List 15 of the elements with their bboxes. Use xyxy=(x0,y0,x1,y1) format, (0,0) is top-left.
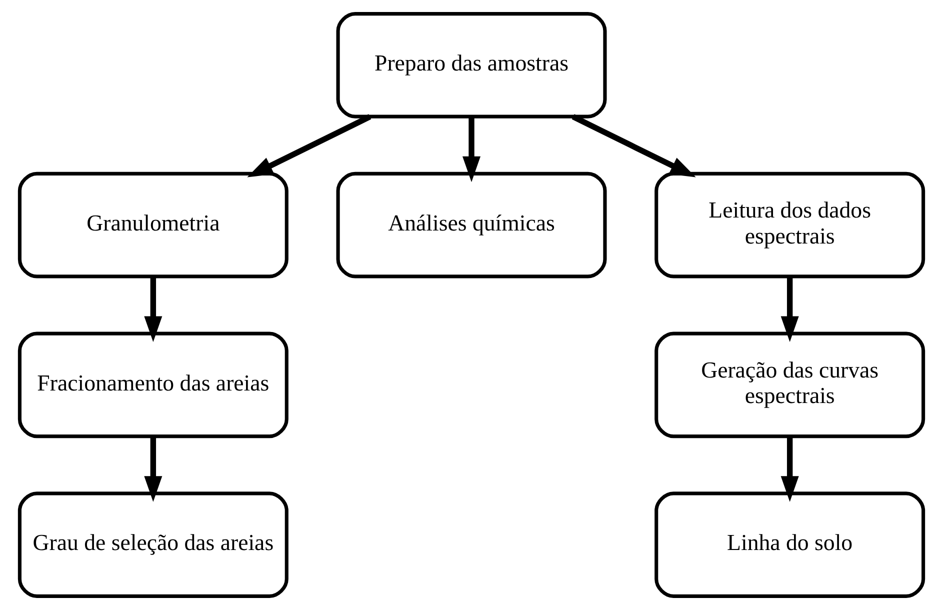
node-box: Geração das curvas espectrais xyxy=(654,332,926,438)
node-box: Fracionamento das areias xyxy=(18,332,288,438)
node-box: Análises químicas xyxy=(336,172,607,278)
arrow xyxy=(247,114,372,178)
node-box: Leitura dos dados espectrais xyxy=(654,172,926,278)
arrow xyxy=(780,436,799,502)
node-box: Granulometria xyxy=(18,172,288,278)
node-box: Linha do solo xyxy=(654,492,926,598)
arrow xyxy=(462,116,481,182)
arrow xyxy=(144,276,162,342)
arrow xyxy=(572,114,696,178)
arrow xyxy=(144,436,162,502)
node-box: Grau de seleção das areias xyxy=(18,492,288,598)
arrow xyxy=(780,276,799,342)
node-box: Preparo das amostras xyxy=(336,12,607,118)
